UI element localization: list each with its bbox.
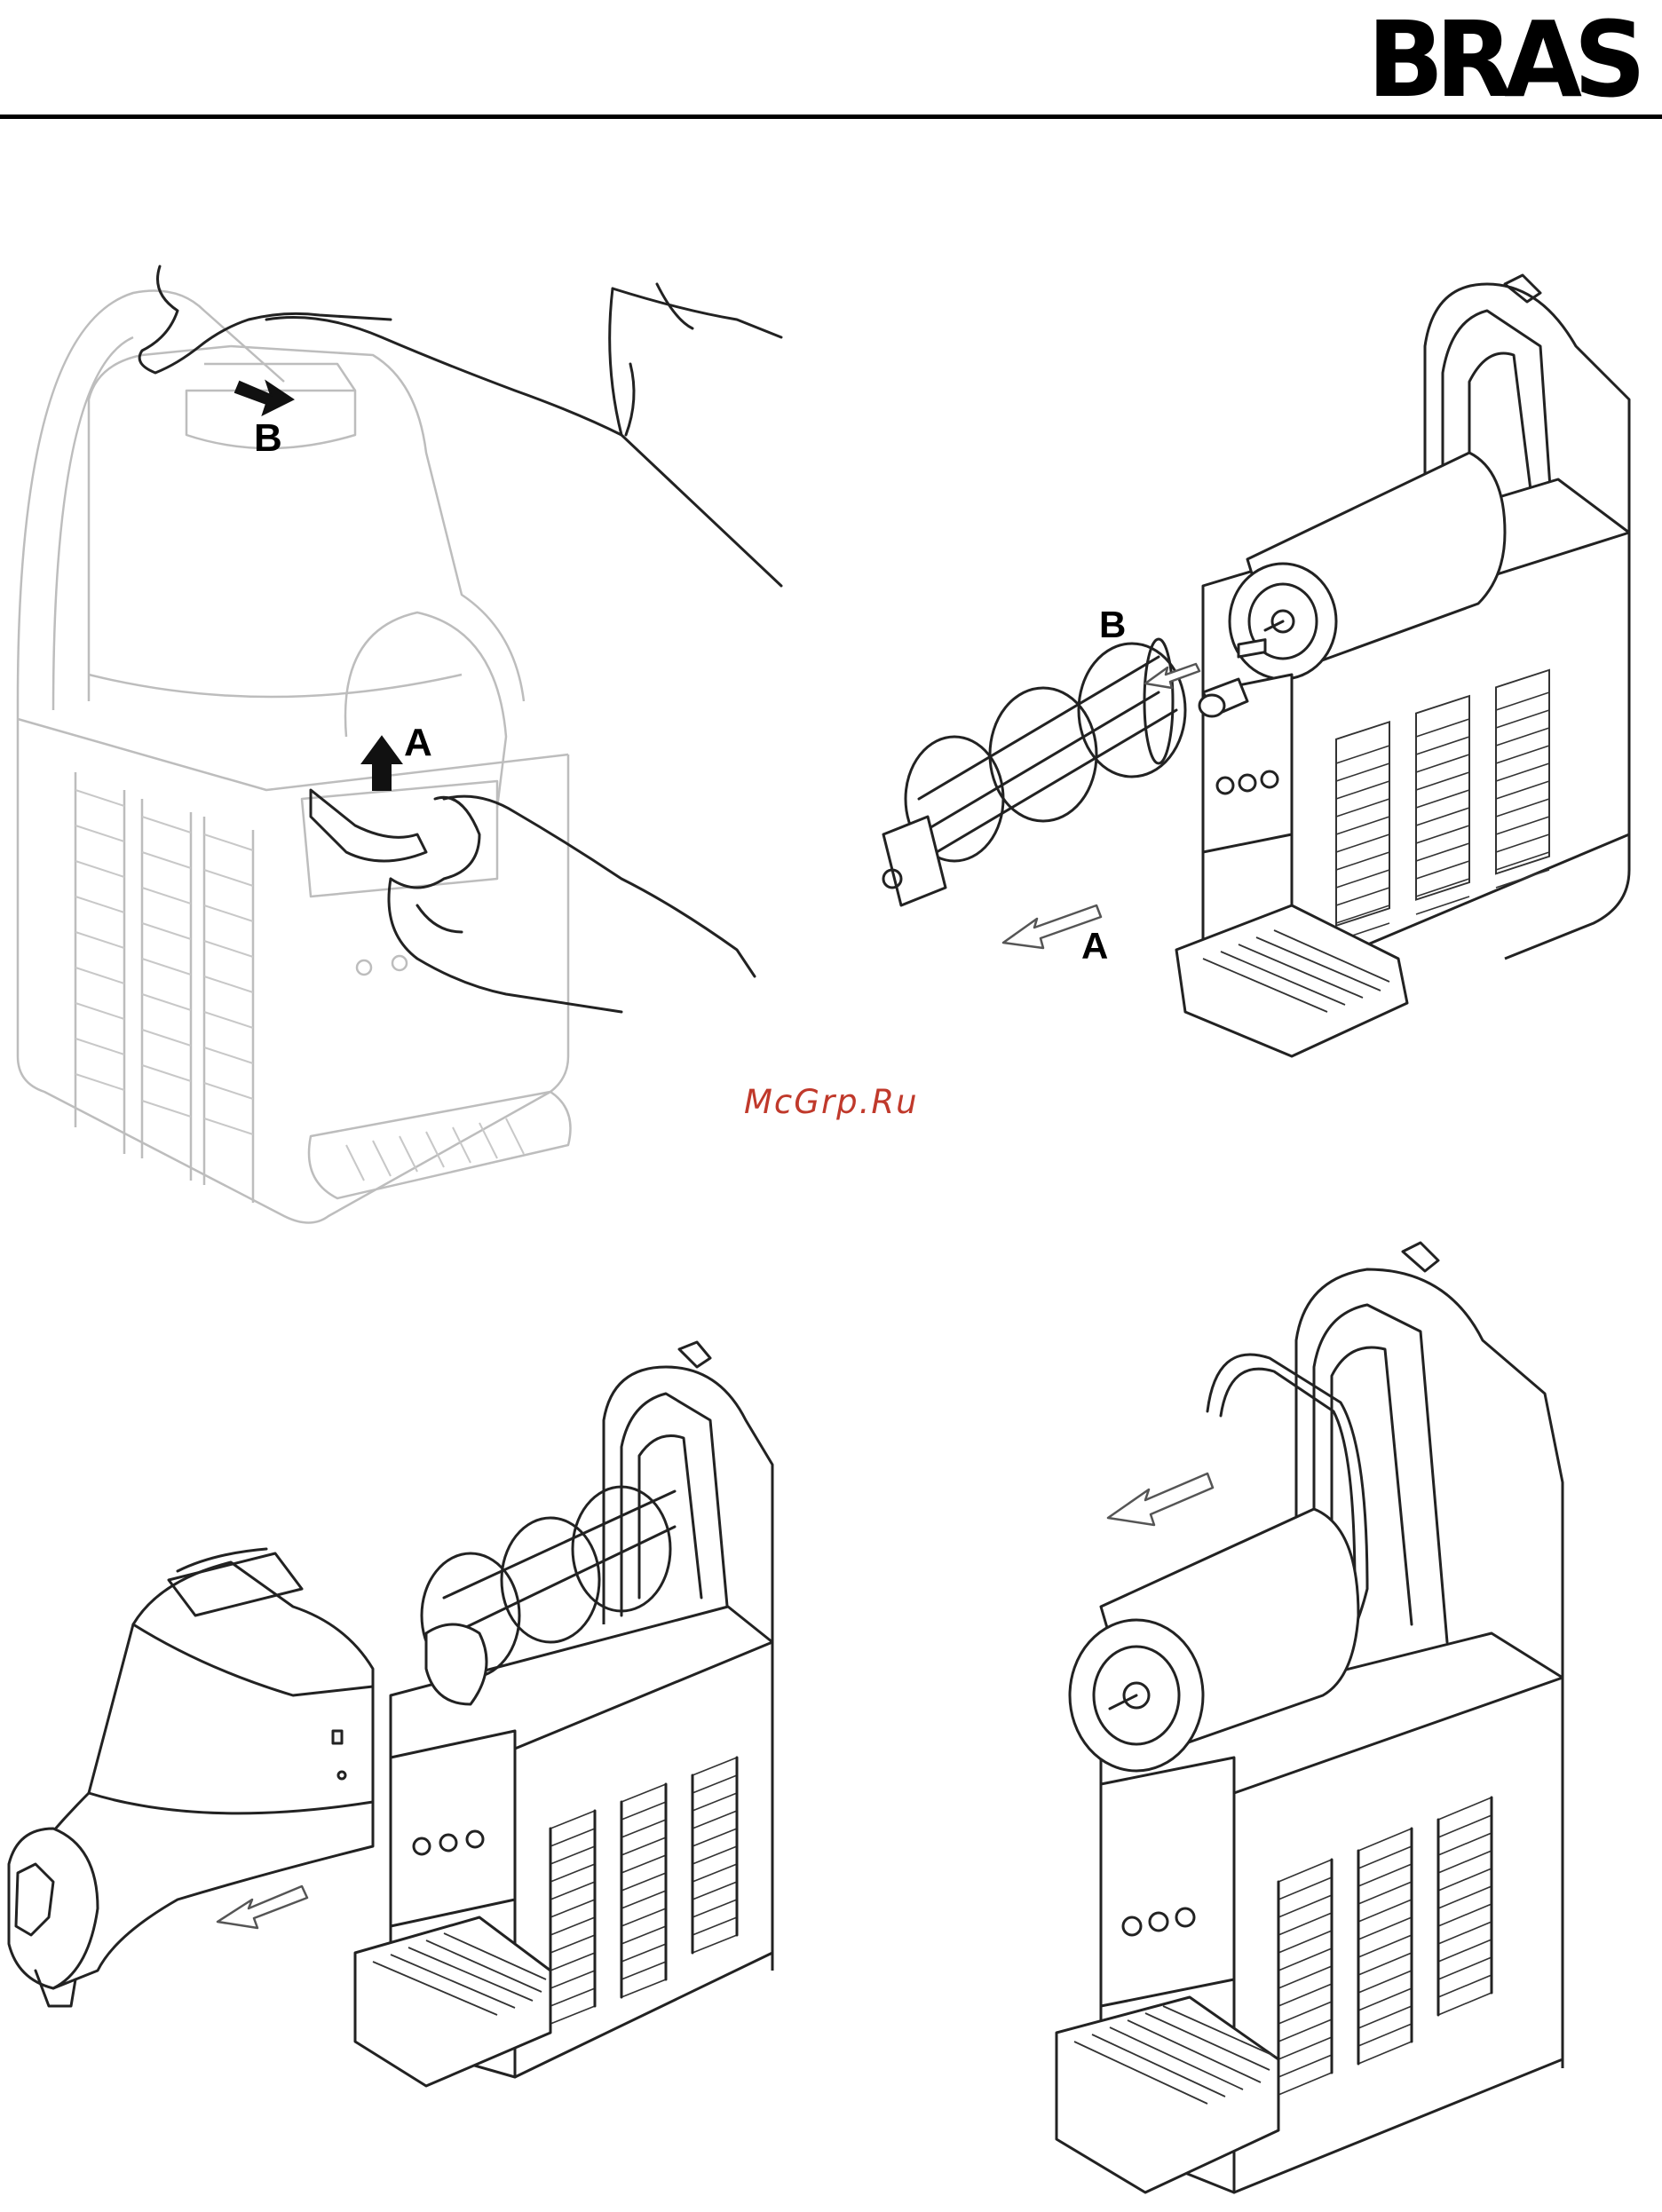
callout-a-top-left: A (404, 723, 432, 762)
figure-bottom-left (0, 1331, 826, 2130)
figure-top-right-illustration (866, 266, 1647, 1065)
callout-b-top-left: B (254, 419, 282, 458)
figure-top-right: B A (866, 266, 1647, 1065)
callout-a-top-right: A (1081, 928, 1108, 965)
figure-bottom-right (923, 1216, 1625, 2201)
figure-bottom-right-illustration (923, 1216, 1625, 2201)
brand-logo: BRAS (1367, 7, 1649, 112)
watermark: McGrp.Ru (744, 1079, 939, 1126)
figure-top-left-illustration (0, 257, 799, 1260)
figure-top-left: B A (0, 257, 799, 1260)
callout-b-top-right: B (1099, 606, 1126, 644)
header-divider (0, 115, 1662, 119)
figure-bottom-left-illustration (0, 1331, 826, 2130)
